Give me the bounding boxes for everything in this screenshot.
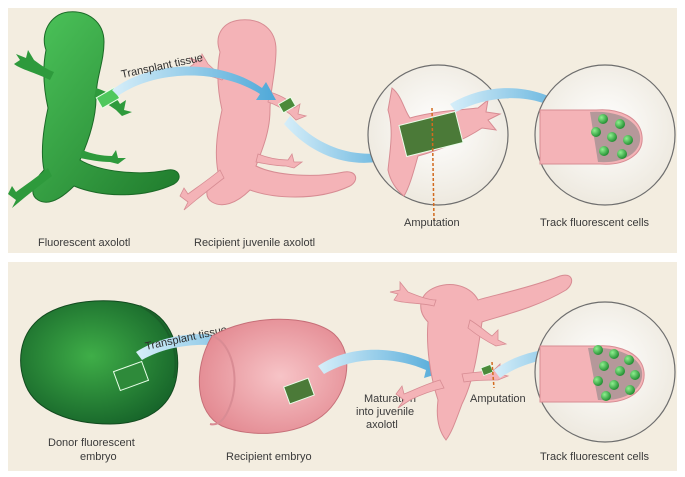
label-track-top: Track fluorescent cells (540, 217, 650, 229)
amputation-line-bottom (491, 361, 495, 389)
maturation-label-line3: axolotl (366, 419, 398, 431)
label-fluorescent-axolotl: Fluorescent axolotl (38, 237, 130, 249)
track-circle-bottom (534, 301, 676, 443)
label-track-bottom: Track fluorescent cells (540, 451, 650, 463)
juvenile-axolotl-bottom (389, 274, 573, 441)
fluorescent-axolotl (8, 11, 180, 208)
donor-fluorescent-embryo (20, 300, 179, 425)
label-amputation-top: Amputation (404, 217, 460, 229)
recipient-embryo (198, 318, 348, 434)
maturation-label-line2: into juvenile (356, 406, 414, 418)
amputation-detail-circle (367, 64, 509, 206)
amputation-line-top (431, 107, 435, 221)
track-circle-top (534, 64, 676, 206)
label-donor-embryo-line1: Donor fluorescent (48, 437, 135, 449)
label-amputation-bottom: Amputation (470, 393, 526, 405)
label-donor-embryo-line2: embryo (80, 451, 117, 463)
label-recipient-juvenile-axolotl: Recipient juvenile axolotl (194, 237, 315, 249)
label-recipient-embryo: Recipient embryo (226, 451, 312, 463)
